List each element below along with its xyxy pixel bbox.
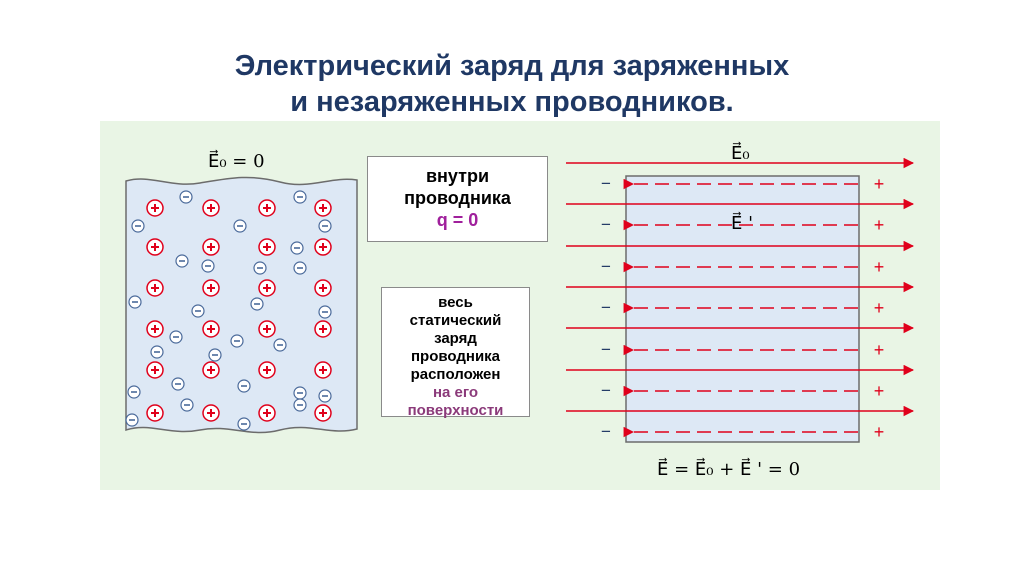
slide-title: Электрический заряд для заряженных и нез… xyxy=(0,48,1024,120)
surface-positive-sign: + xyxy=(874,174,885,194)
inside-conductor-box: внутри проводника q = 0 xyxy=(367,156,548,242)
positive-charge xyxy=(146,404,164,422)
right-conductor xyxy=(625,175,860,443)
negative-charge xyxy=(318,389,332,403)
surface-positive-sign: + xyxy=(874,422,885,442)
positive-charge xyxy=(258,279,276,297)
negative-charge xyxy=(293,261,307,275)
surface-line-3: заряд xyxy=(434,330,477,347)
surface-positive-sign: + xyxy=(874,340,885,360)
slide-title-line-1: Электрический заряд для заряженных xyxy=(234,50,790,82)
negative-charge xyxy=(201,259,215,273)
positive-charge xyxy=(314,199,332,217)
surface-negative-sign: − xyxy=(601,257,611,276)
negative-charge xyxy=(237,379,251,393)
left-charges xyxy=(125,190,332,431)
negative-charge xyxy=(290,241,304,255)
surface-positive-sign: + xyxy=(874,298,885,318)
inside-charge-zero: q = 0 xyxy=(436,210,479,230)
surface-line-6: на его xyxy=(432,384,479,401)
negative-charge xyxy=(250,297,264,311)
negative-charge xyxy=(293,398,307,412)
positive-charge xyxy=(146,361,164,379)
positive-charge xyxy=(258,238,276,256)
negative-charge xyxy=(131,219,145,233)
negative-charge xyxy=(128,295,142,309)
positive-charge xyxy=(258,404,276,422)
positive-charge xyxy=(258,199,276,217)
positive-charge xyxy=(314,404,332,422)
side-charges: − + − + − + − + − + − + − + xyxy=(601,174,884,442)
surface-negative-sign: − xyxy=(601,174,611,193)
surface-positive-sign: + xyxy=(874,215,885,235)
positive-charge xyxy=(314,279,332,297)
inside-line-2: проводника xyxy=(404,188,511,208)
negative-charge xyxy=(253,261,267,275)
slide-title-line-2: и незаряженных проводников. xyxy=(290,86,734,118)
negative-charge xyxy=(233,219,247,233)
positive-charge xyxy=(314,361,332,379)
surface-line-2: статический xyxy=(409,312,502,329)
positive-charge xyxy=(202,199,220,217)
field-lines xyxy=(566,157,915,438)
surface-negative-sign: − xyxy=(601,298,611,317)
positive-charge xyxy=(202,361,220,379)
negative-charge xyxy=(150,345,164,359)
negative-charge xyxy=(318,219,332,233)
left-field-label: E⃗₀ = 0 xyxy=(208,150,265,172)
negative-charge xyxy=(191,304,205,318)
surface-positive-sign: + xyxy=(874,381,885,401)
negative-charge xyxy=(230,334,244,348)
positive-charge xyxy=(202,279,220,297)
surface-positive-sign: + xyxy=(874,257,885,277)
negative-charge xyxy=(180,398,194,412)
negative-charge xyxy=(171,377,185,391)
negative-charge xyxy=(179,190,193,204)
surface-line-1: весь xyxy=(438,294,473,311)
positive-charge xyxy=(258,361,276,379)
positive-charge xyxy=(146,199,164,217)
positive-charge xyxy=(314,238,332,256)
positive-charge xyxy=(146,320,164,338)
right-field-label: E⃗₀ xyxy=(731,142,750,164)
surface-negative-sign: − xyxy=(601,381,611,400)
negative-charge xyxy=(127,385,141,399)
positive-charge xyxy=(202,320,220,338)
negative-charge xyxy=(125,413,139,427)
positive-charge xyxy=(146,238,164,256)
inside-line-1: внутри xyxy=(425,166,490,186)
surface-line-4: проводника xyxy=(410,348,501,365)
positive-charge xyxy=(258,320,276,338)
surface-charge-box: весь статический заряд проводника распол… xyxy=(381,287,530,419)
positive-charge xyxy=(202,404,220,422)
positive-charge xyxy=(314,320,332,338)
resultant-field-formula: E⃗ = E⃗₀ + E⃗ ' = 0 xyxy=(657,458,800,480)
negative-charge xyxy=(237,417,251,431)
negative-charge xyxy=(293,386,307,400)
surface-line-7: поверхности xyxy=(407,402,504,419)
negative-charge xyxy=(273,338,287,352)
negative-charge xyxy=(175,254,189,268)
surface-line-5: расположен xyxy=(410,366,501,383)
negative-charge xyxy=(318,305,332,319)
surface-negative-sign: − xyxy=(601,215,611,234)
negative-charge xyxy=(208,348,222,362)
left-conductor xyxy=(125,176,358,434)
negative-charge xyxy=(293,190,307,204)
negative-charge xyxy=(169,330,183,344)
positive-charge xyxy=(202,238,220,256)
surface-negative-sign: − xyxy=(601,422,611,441)
induced-field-label: E⃗ ' xyxy=(731,212,753,234)
positive-charge xyxy=(146,279,164,297)
surface-negative-sign: − xyxy=(601,340,611,359)
